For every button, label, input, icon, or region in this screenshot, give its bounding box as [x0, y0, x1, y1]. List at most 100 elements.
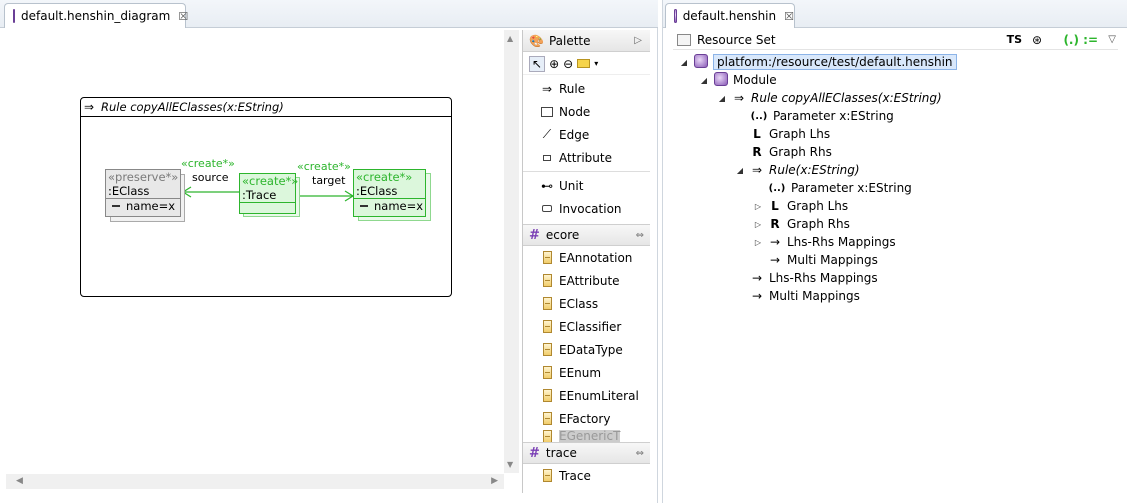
tool-label: Unit — [559, 178, 584, 193]
palette-header[interactable]: 🎨 Palette ▷ — [523, 30, 650, 52]
item-label: EAnnotation — [559, 250, 633, 265]
eclass-icon — [542, 412, 552, 425]
tree-row-rule-copyalleclasses[interactable]: ◢ ⇒ Rule copyAllEClasses(x:EString) — [717, 89, 942, 107]
attribute-icon — [539, 150, 555, 166]
node-class: :EClass — [106, 184, 180, 199]
horizontal-scrollbar[interactable]: ◀ ▶ — [6, 474, 504, 489]
tree-row-parameter[interactable]: (..) Parameter x:EString — [735, 107, 894, 125]
unit-icon: ⊷ — [541, 178, 553, 193]
tree-label: Graph Lhs — [787, 199, 849, 213]
item-label: EClass — [559, 296, 599, 311]
eclass-icon — [542, 389, 552, 402]
attribute-icon — [360, 205, 368, 207]
eclass-icon — [542, 320, 552, 333]
close-icon[interactable]: ☒ — [178, 9, 189, 23]
tool-label: Edge — [559, 127, 590, 142]
scroll-up-icon[interactable]: ▲ — [507, 34, 514, 43]
henshin-diagram-icon — [13, 9, 15, 23]
ts-icon[interactable]: TS — [1006, 33, 1022, 46]
graph-rhs-icon: R — [770, 217, 780, 231]
close-icon[interactable]: ☒ — [784, 9, 794, 23]
palette-item-efactory[interactable]: EFactory — [523, 407, 650, 430]
rule-title: Rule copyAllEClasses(x:EString) — [101, 100, 284, 114]
palette-tool-node[interactable]: Node — [523, 100, 650, 123]
collapse-icon[interactable]: ◢ — [736, 165, 744, 175]
drawer-title: trace — [545, 446, 577, 460]
tree-row-graph-lhs[interactable]: ▷ L Graph Lhs — [753, 197, 848, 215]
target-edge-label: target — [312, 174, 346, 187]
palette-tool-edge[interactable]: ⟋Edge — [523, 123, 650, 146]
tab-default-henshin[interactable]: default.henshin ☒ — [665, 3, 795, 28]
palette-tool-rule[interactable]: ⇒Rule — [523, 77, 650, 100]
palette-item-eattribute[interactable]: EAttribute — [523, 269, 650, 292]
hide-icon[interactable]: ⊛ — [1031, 32, 1042, 47]
palette-tool-attribute[interactable]: Attribute — [523, 146, 650, 169]
vertical-scrollbar[interactable]: ▲ ▼ — [504, 30, 519, 473]
scroll-left-icon[interactable]: ◀ — [16, 476, 23, 486]
tree-label: Graph Rhs — [787, 217, 850, 231]
graph-lhs-icon: L — [753, 127, 761, 141]
zoom-in-icon[interactable]: ⊕ — [549, 56, 560, 71]
tree-label: platform:/resource/test/default.henshin — [713, 54, 957, 70]
node-attribute[interactable]: name=x — [106, 199, 180, 213]
tree-row-module[interactable]: ◢ Module — [699, 71, 777, 89]
henshin-file-icon — [694, 53, 708, 68]
expand-icon[interactable]: ▷ — [754, 219, 762, 229]
palette-tool-invocation[interactable]: Invocation — [523, 197, 650, 220]
node-class: :Trace — [240, 188, 295, 203]
ecore-drawer-header[interactable]: # ecore ⇔ — [523, 224, 650, 246]
trace-node[interactable]: «create*» :Trace — [239, 173, 298, 214]
rule-arrow-icon: ⇒ — [84, 100, 95, 114]
expand-icon[interactable]: ▷ — [754, 237, 762, 247]
item-label: Trace — [559, 468, 591, 483]
tree-row-parameter[interactable]: (..) Parameter x:EString — [753, 179, 912, 197]
tree-row-multi-mappings[interactable]: → Multi Mappings — [735, 287, 860, 305]
tree-row-rule-x[interactable]: ◢ ⇒ Rule(x:EString) — [735, 161, 860, 179]
tree-label: Graph Rhs — [769, 145, 832, 159]
collapse-palette-icon[interactable]: ▷ — [634, 35, 642, 46]
dropdown-icon[interactable]: ▾ — [594, 59, 599, 68]
note-tool-icon[interactable] — [577, 59, 591, 68]
tree-row-lhs-rhs-mappings[interactable]: → Lhs-Rhs Mappings — [735, 269, 878, 287]
zoom-out-icon[interactable]: ⊖ — [563, 56, 574, 71]
tool-label: Rule — [559, 81, 586, 96]
source-eclass-node[interactable]: «preserve*» :EClass name=x — [105, 169, 181, 217]
tree-row-lhs-rhs-mappings[interactable]: ▷ → Lhs-Rhs Mappings — [753, 233, 896, 251]
pin-icon[interactable]: ⇔ — [635, 447, 644, 459]
tree-row-graph-rhs[interactable]: ▷ R Graph Rhs — [753, 215, 850, 233]
palette-item-eenumliteral[interactable]: EEnumLiteral — [523, 384, 650, 407]
attribute-icon — [112, 205, 120, 207]
tree-row-resource[interactable]: ◢ platform:/resource/test/default.henshi… — [679, 53, 957, 71]
tool-label: Node — [559, 104, 591, 119]
collapse-icon[interactable]: ◢ — [680, 57, 688, 67]
collapse-icon[interactable]: ◢ — [718, 93, 726, 103]
palette-tool-row: ↖ ⊕ ⊖ ▾ — [523, 53, 650, 75]
tree-row-multi-mappings[interactable]: → Multi Mappings — [753, 251, 878, 269]
palette-item-eannotation[interactable]: EAnnotation — [523, 246, 650, 269]
tree-row-graph-rhs[interactable]: R Graph Rhs — [735, 143, 832, 161]
expand-icon[interactable]: ▷ — [754, 201, 762, 211]
tree-label: Multi Mappings — [787, 253, 878, 267]
palette-item-edatatype[interactable]: EDataType — [523, 338, 650, 361]
view-menu-icon[interactable]: ▽ — [1108, 34, 1116, 45]
palette-tool-unit[interactable]: ⊷ Unit — [523, 174, 650, 197]
module-icon — [714, 71, 728, 86]
palette-item-trace[interactable]: Trace — [523, 464, 650, 487]
tree-row-graph-lhs[interactable]: L Graph Lhs — [735, 125, 830, 143]
expression-icon[interactable]: (.) := — [1063, 32, 1098, 47]
trace-drawer-header[interactable]: # trace ⇔ — [523, 442, 650, 464]
tab-default-henshin-diagram[interactable]: default.henshin_diagram ☒ — [4, 3, 189, 28]
scroll-down-icon[interactable]: ▼ — [507, 460, 514, 469]
collapse-icon[interactable]: ◢ — [700, 75, 708, 85]
scroll-right-icon[interactable]: ▶ — [491, 476, 498, 486]
palette-item-eclassifier[interactable]: EClassifier — [523, 315, 650, 338]
select-tool-icon[interactable]: ↖ — [529, 55, 546, 72]
palette-item-partial[interactable]: EGenericT — [523, 430, 650, 442]
target-eclass-node[interactable]: «create*» :EClass name=x — [353, 169, 426, 217]
node-attribute[interactable]: name=x — [354, 199, 425, 213]
pin-icon[interactable]: ⇔ — [635, 229, 644, 241]
palette-item-eenum[interactable]: EEnum — [523, 361, 650, 384]
source-edge-stereotype: «create*» — [181, 157, 235, 170]
palette-item-eclass[interactable]: EClass — [523, 292, 650, 315]
palette: 🎨 Palette ▷ ↖ ⊕ ⊖ ▾ ⇒Rule Node ⟋Edge Att… — [522, 30, 650, 493]
